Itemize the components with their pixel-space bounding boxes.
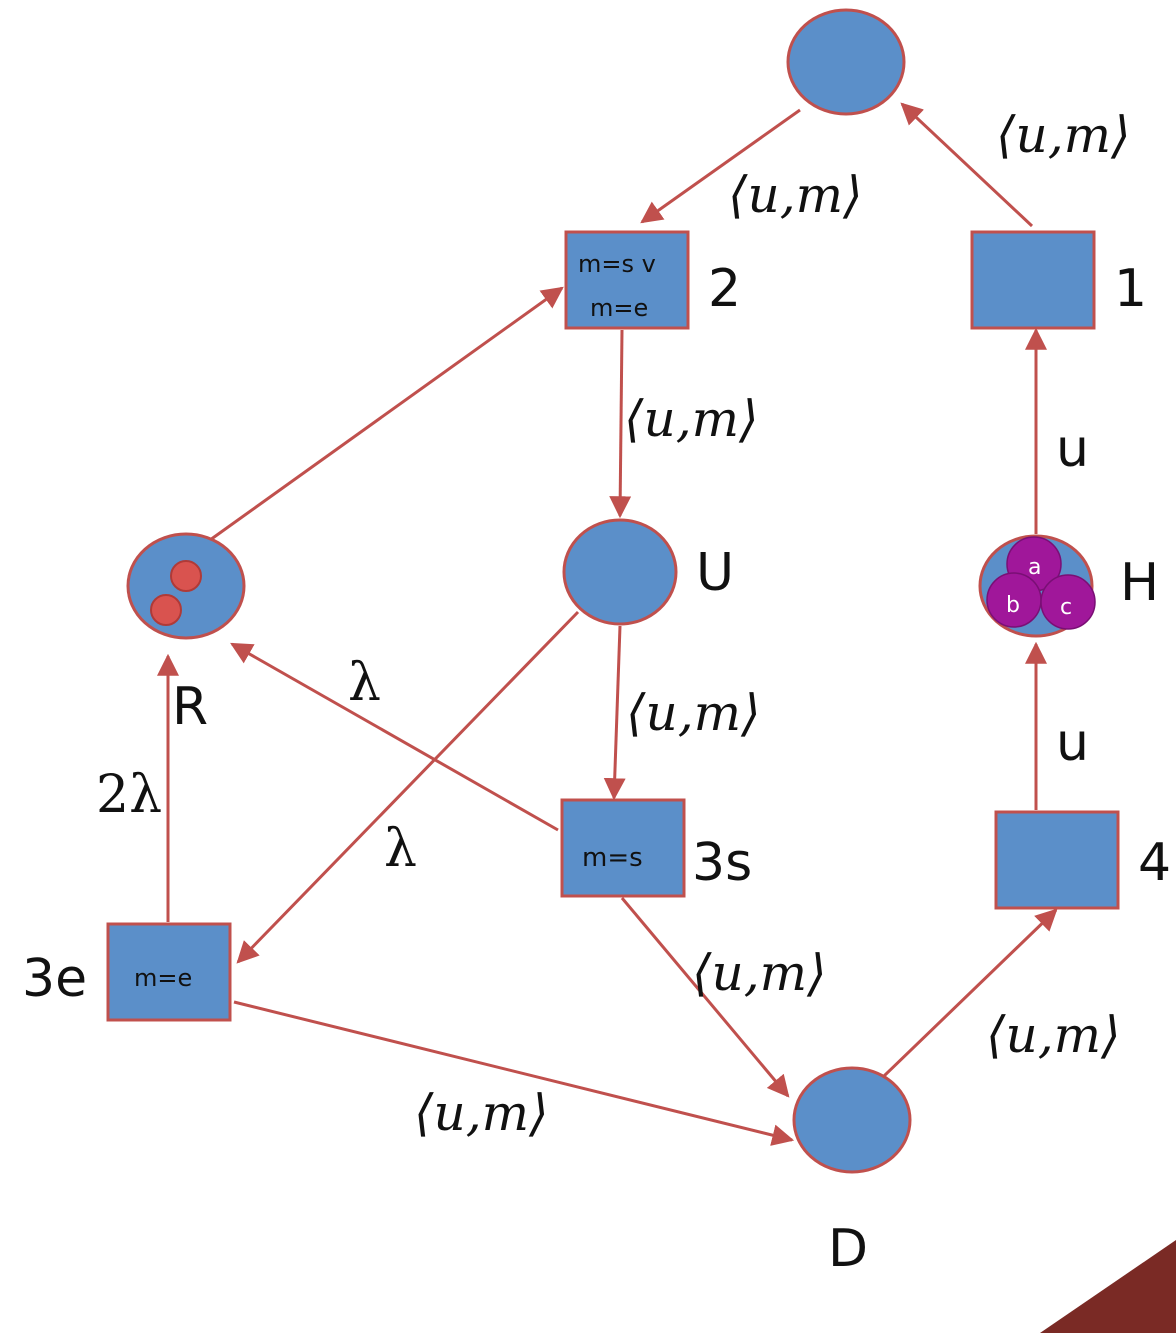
arc-3s-to-R <box>230 642 559 832</box>
token-H-a-label: a <box>1028 555 1041 580</box>
label-place-H: H <box>1120 553 1159 613</box>
place-D <box>792 1066 912 1174</box>
place-U <box>562 518 678 626</box>
arc-1-to-top <box>900 102 1034 228</box>
guard-2-line1: m=s v <box>578 250 656 278</box>
arc-label-3e-to-D: ⟨u,m⟩ <box>414 1084 549 1142</box>
arc-3s-to-D <box>620 897 790 1098</box>
arc-D-to-4 <box>882 908 1058 1078</box>
label-place-R: R <box>172 677 208 737</box>
guard-3e: m=e <box>134 964 192 992</box>
arc-2-to-U <box>609 329 632 519</box>
label-transition-1: 1 <box>1114 259 1147 319</box>
arc-U-to-3s <box>603 625 626 801</box>
arc-top-to-2 <box>640 108 801 224</box>
transition-3e <box>106 922 232 1022</box>
arc-label-1-to-top: ⟨u,m⟩ <box>996 106 1131 164</box>
tokens-H: a b c <box>986 536 1096 630</box>
arc-U-to-3e <box>236 610 580 964</box>
arc-label-4-to-H: u <box>1056 713 1089 773</box>
place-top <box>786 8 906 116</box>
transitions <box>106 230 1120 1022</box>
token-R-2 <box>150 594 182 626</box>
token-R-1 <box>170 560 202 592</box>
transition-4 <box>994 810 1120 910</box>
token-H-b-label: b <box>1006 593 1020 618</box>
arc-label-H-to-1: u <box>1056 419 1089 479</box>
arc-label-2-to-U: ⟨u,m⟩ <box>624 390 759 448</box>
guard-3s: m=s <box>582 843 643 873</box>
arc-label-3s-to-R: λ <box>348 653 381 713</box>
arc-label-U-to-3e: λ <box>384 819 417 879</box>
label-place-U: U <box>696 543 734 603</box>
label-transition-2: 2 <box>708 259 741 319</box>
places <box>126 8 1094 1174</box>
arc-label-3s-to-D: ⟨u,m⟩ <box>692 944 827 1002</box>
label-transition-3s: 3s <box>692 833 752 893</box>
label-place-D: D <box>828 1219 868 1279</box>
label-transition-4: 4 <box>1138 833 1171 893</box>
token-H-c-label: c <box>1060 595 1072 620</box>
transition-3s <box>560 798 686 898</box>
token-H-c <box>1040 574 1096 630</box>
arc-R-to-2 <box>209 286 564 542</box>
arc-label-top-to-2: ⟨u,m⟩ <box>728 166 863 224</box>
arc-label-U-to-3s: ⟨u,m⟩ <box>626 684 761 742</box>
transition-2 <box>564 230 690 330</box>
arc-label-3e-to-R: 2λ <box>96 765 162 825</box>
transition-1 <box>970 230 1096 330</box>
arcs <box>157 102 1058 1146</box>
arc-3e-to-D <box>233 1000 795 1146</box>
arc-label-D-to-4: ⟨u,m⟩ <box>986 1006 1121 1064</box>
guard-2-line2: m=e <box>590 294 648 322</box>
label-transition-3e: 3e <box>22 949 87 1009</box>
corner-accent <box>1040 1240 1176 1333</box>
